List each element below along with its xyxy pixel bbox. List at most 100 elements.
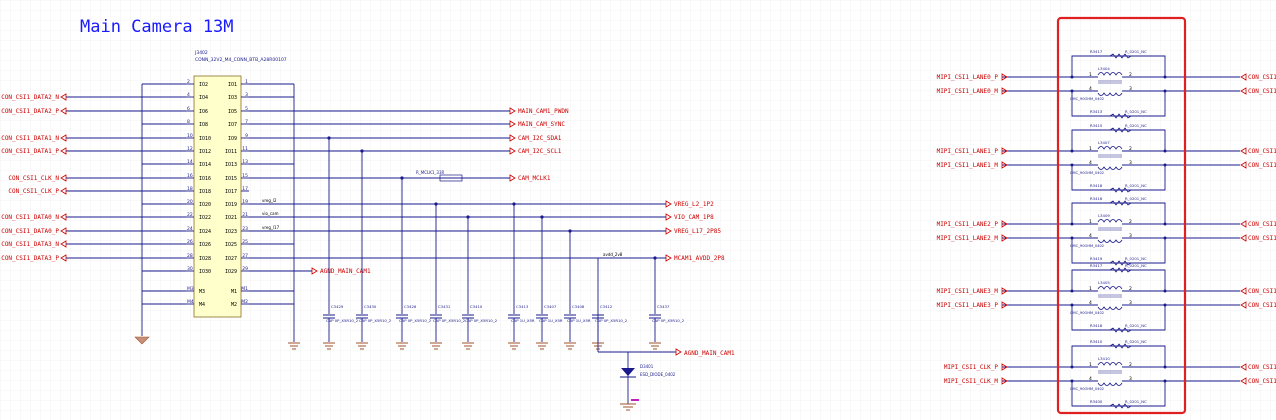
inductor-val: CMC_90OHM_0402 xyxy=(1070,97,1104,101)
resistor-ref: R3419 xyxy=(1090,256,1103,261)
wire-tag-avdd: avdd_2v8 xyxy=(603,252,623,257)
net-label-left[interactable]: CON_CSI1_DATA2_N xyxy=(1,94,59,101)
net-arrow-icon xyxy=(1001,234,1008,242)
pin-number: 12 xyxy=(187,146,193,152)
net-label-con[interactable]: CON_CSI1_DATA2_N xyxy=(1248,235,1276,242)
pin-number: 22 xyxy=(187,212,193,218)
net-label-mipi[interactable]: MIPI_CSI1_LANE3_M xyxy=(937,288,999,295)
wire-tag-vio-cam: vio_cam xyxy=(262,211,279,216)
inductor-icon xyxy=(1097,382,1123,386)
capacitor-val: CAP 0P_X5R10_2 xyxy=(326,318,359,323)
net-label-right[interactable]: MCAM1_AVDD_2P8 xyxy=(674,255,725,262)
net-label-right[interactable]: MAIN_CAM_SYNC xyxy=(518,121,565,128)
capacitor-val: CAP 1U_X5R xyxy=(567,318,591,323)
pin-number: 11 xyxy=(242,146,248,152)
net-label-mipi[interactable]: MIPI_CSI1_LANE2_P xyxy=(937,221,999,228)
net-label-con[interactable]: CON_CSI1_DATA1_P xyxy=(1248,148,1276,155)
net-label-con[interactable]: CON_CSI1_DATA2_P xyxy=(1248,221,1276,228)
net-label-mipi[interactable]: MIPI_CSI1_CLK_M xyxy=(944,378,999,385)
resistor-val: R_0201_NC xyxy=(1125,263,1147,268)
inductor-icon xyxy=(1097,146,1123,150)
net-label-con[interactable]: CON_CSI1_CLK_P xyxy=(1248,364,1276,371)
net-label-right[interactable]: MAIN_CAM1_PWDN xyxy=(518,108,569,115)
pin-label: IO11 xyxy=(225,149,237,155)
net-label-con[interactable]: CON_CSI1_DATA0_P xyxy=(1248,74,1276,81)
net-label-left[interactable]: CON_CSI1_DATA1_N xyxy=(1,135,59,142)
net-label-left[interactable]: CON_CSI1_DATA3_P xyxy=(1,255,59,262)
pin-number: 17 xyxy=(242,186,248,192)
resistor-val: R_0201_NC xyxy=(1125,183,1147,188)
pin-number: 7 xyxy=(245,119,248,125)
net-label-left[interactable]: CON_CSI1_DATA0_P xyxy=(1,228,59,235)
pin-label: IO4 xyxy=(199,95,208,101)
capacitor-val: CAP 0P_X5R10_2 xyxy=(465,318,498,323)
pin-number: 24 xyxy=(187,226,193,232)
net-label-mipi[interactable]: MIPI_CSI1_LANE2_M xyxy=(937,235,999,242)
pin-number: 19 xyxy=(242,199,248,205)
net-label-left[interactable]: CON_CSI1_CLK_P xyxy=(8,188,59,195)
net-label-mipi[interactable]: MIPI_CSI1_LANE3_P xyxy=(937,302,999,309)
pin-label: M1 xyxy=(231,289,237,295)
resistor-val: R_0201_NC xyxy=(1125,109,1147,114)
net-label-con[interactable]: CON_CSI1_DATA3_P xyxy=(1248,302,1276,309)
net-label-con[interactable]: CON_CSI1_DATA1_N xyxy=(1248,162,1276,169)
right-signal-wires: vreg_l2 vio_cam vreg_l17 avdd_2v8 R_MCLK… xyxy=(249,110,666,272)
net-label-left[interactable]: CON_CSI1_DATA1_P xyxy=(1,148,59,155)
net-label-left[interactable]: CON_CSI1_CLK_N xyxy=(8,175,59,182)
pin-label: IO25 xyxy=(225,242,237,248)
pin-number: 10 xyxy=(187,133,193,139)
net-label-right[interactable]: CAM_MCLK1 xyxy=(518,175,551,182)
pin-number: 30 xyxy=(187,266,193,272)
net-arrow-icon xyxy=(60,174,67,182)
resistor-ref: R3417 xyxy=(1090,49,1103,54)
net-label-right[interactable]: CAM_I2C_SDA1 xyxy=(518,135,562,142)
capacitor-ref: C3407 xyxy=(544,304,557,309)
net-label-right[interactable]: AGND_MAIN_CAM1 xyxy=(320,268,371,275)
net-label-left[interactable]: CON_CSI1_DATA2_P xyxy=(1,108,59,115)
pin-number: M4 xyxy=(187,299,194,305)
net-arrow-icon xyxy=(60,93,67,101)
net-label-mipi[interactable]: MIPI_CSI1_LANE0_P xyxy=(937,74,999,81)
net-label-mipi[interactable]: MIPI_CSI1_LANE1_M xyxy=(937,162,999,169)
net-label-con[interactable]: CON_CSI1_CLK_N xyxy=(1248,378,1276,385)
net-label-con[interactable]: CON_CSI1_DATA0_N xyxy=(1248,88,1276,95)
svg-text:2: 2 xyxy=(1129,286,1132,292)
net-label-right[interactable]: VIO_CAM_1P8 xyxy=(674,214,714,221)
net-label-mipi[interactable]: MIPI_CSI1_CLK_P xyxy=(944,364,999,371)
resistor-val: R_0201_NC xyxy=(1125,196,1147,201)
net-label-agnd-bottom[interactable]: AGND_MAIN_CAM1 xyxy=(684,350,735,357)
net-label-right[interactable]: VREG_L2_1P2 xyxy=(674,201,714,208)
pin-label: IO19 xyxy=(225,202,237,208)
net-arrow-icon xyxy=(1001,220,1008,228)
inductor-ref: L3404 xyxy=(1098,66,1110,71)
ground-icon xyxy=(620,403,636,411)
net-label-right[interactable]: CAM_I2C_SCL1 xyxy=(518,148,562,155)
net-label-mipi[interactable]: MIPI_CSI1_LANE1_P xyxy=(937,148,999,155)
pin-number: M1 xyxy=(241,286,248,292)
net-label-left[interactable]: CON_CSI1_DATA0_N xyxy=(1,214,59,221)
net-label-mipi[interactable]: MIPI_CSI1_LANE0_M xyxy=(937,88,999,95)
net-label-con[interactable]: CON_CSI1_DATA3_N xyxy=(1248,288,1276,295)
net-label-right[interactable]: VREG_L17_2P85 xyxy=(674,228,721,235)
resistor-val: R_0201_NC xyxy=(1125,399,1147,404)
pin-label: IO8 xyxy=(199,122,208,128)
net-label-left[interactable]: CON_CSI1_DATA3_N xyxy=(1,241,59,248)
svg-text:1: 1 xyxy=(1089,286,1092,292)
net-arrow-icon xyxy=(60,147,67,155)
